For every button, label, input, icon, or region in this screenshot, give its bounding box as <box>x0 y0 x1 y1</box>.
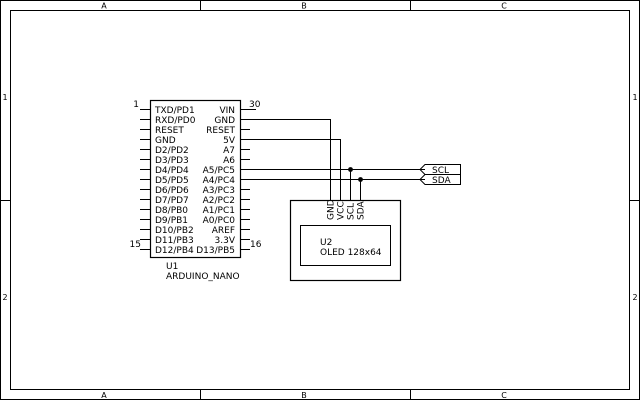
u2-reference: U2 <box>320 238 332 248</box>
u1-pin-label-right: VIN <box>219 106 235 116</box>
u1-pin-label-right: A6 <box>223 156 235 166</box>
u1-pin-label-left: RXD/PD0 <box>155 116 196 126</box>
net-label-sda-shape[interactable] <box>419 174 461 185</box>
col-label-c-bottom: C <box>501 391 507 400</box>
row-label-2-left: 2 <box>2 293 7 302</box>
u1-pin-label-right: A4/PC4 <box>203 176 236 186</box>
u1-pin-label-right: D13/PB5 <box>196 246 235 256</box>
inner-border <box>10 10 630 390</box>
u1-left-pins: TXD/PD1RXD/PD0RESETGNDD2/PD2D3/PD3D4/PD4… <box>140 106 196 256</box>
u1-pin-label-left: D9/PB1 <box>155 216 188 226</box>
col-label-b-bottom: B <box>301 391 307 400</box>
u1-pin-label-left: D5/PD5 <box>155 176 189 186</box>
u1-pin-label-right: A1/PC1 <box>203 206 235 216</box>
u1-pin-label-left: D11/PB3 <box>155 236 194 246</box>
u1-pin-label-left: D10/PB2 <box>155 226 194 236</box>
u2-pin-label: VCC <box>337 201 347 220</box>
u1-pin-label-left: RESET <box>155 126 184 136</box>
col-label-b-top: B <box>301 2 307 11</box>
u1-pin-label-right: RESET <box>206 126 235 136</box>
u1-pin-label-right: GND <box>214 116 235 126</box>
u1-pin-label-left: D12/PB4 <box>155 246 194 256</box>
u1-pin-label-right: A0/PC0 <box>203 216 236 226</box>
wire-5v[interactable] <box>240 139 341 202</box>
u2-pin-label: SCL <box>347 203 357 220</box>
wire-gnd[interactable] <box>240 119 331 202</box>
u1-pin-label-left: TXD/PD1 <box>154 106 195 116</box>
u1-pin-number-30: 30 <box>249 100 261 110</box>
u1-pin-label-left: D2/PD2 <box>155 146 189 156</box>
col-label-c-top: C <box>501 2 507 11</box>
u1-right-pins: VINGNDRESET5VA7A6A5/PC5A4/PC4A3/PC3A2/PC… <box>196 106 250 256</box>
col-label-a-bottom: A <box>101 391 107 400</box>
u1-pin-number-15: 15 <box>130 240 141 250</box>
junction-scl <box>348 167 353 172</box>
u1-pin-number-16: 16 <box>250 240 262 250</box>
row-label-1-left: 1 <box>2 93 7 102</box>
row-label-1-right: 1 <box>632 93 637 102</box>
u1-pin-label-right: AREF <box>212 226 235 236</box>
net-label-scl: SCL <box>432 166 449 176</box>
u1-pin-label-right: 5V <box>223 136 236 146</box>
net-label-sda: SDA <box>432 176 451 186</box>
u1-pin-label-left: D4/PD4 <box>155 166 189 176</box>
junction-sda <box>358 177 363 182</box>
u2-body[interactable] <box>289 199 402 282</box>
u1-reference: U1 <box>166 262 178 272</box>
u1-pin-label-right: A5/PC5 <box>203 166 235 176</box>
u1-pin-label-left: D6/PD6 <box>155 186 189 196</box>
u1-pin-label-left: D3/PD3 <box>155 156 189 166</box>
net-label-scl-shape[interactable] <box>419 164 461 175</box>
u1-value: ARDUINO_NANO <box>166 272 240 282</box>
u2-pin-label: GND <box>327 199 337 220</box>
u1-pin-label-right: A3/PC3 <box>203 186 235 196</box>
u2-value: OLED 128x64 <box>320 248 382 258</box>
col-label-a-top: A <box>101 2 107 11</box>
u2-pin-label: SDA <box>357 201 367 220</box>
u1-pin-label-right: A7 <box>223 146 235 156</box>
u1-pin-label-right: A2/PC2 <box>203 196 235 206</box>
u2-screen <box>300 225 391 266</box>
u1-pin-label-right: 3.3V <box>215 236 236 246</box>
row-label-2-right: 2 <box>632 293 637 302</box>
u1-pin-label-left: D8/PB0 <box>155 206 188 216</box>
u1-pin-label-left: D7/PD7 <box>155 196 189 206</box>
u1-pin-number-1: 1 <box>133 100 139 110</box>
u1-pin-label-left: GND <box>155 136 176 146</box>
